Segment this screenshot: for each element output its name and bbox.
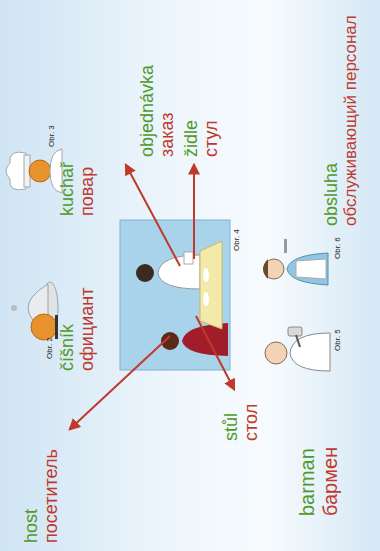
russian-term: бармен xyxy=(319,447,341,516)
russian-term: стул xyxy=(202,120,222,157)
russian-term: официант xyxy=(78,288,98,371)
russian-term: заказ xyxy=(158,112,178,157)
waiter-figure xyxy=(11,282,58,340)
waitress-figure xyxy=(263,239,328,285)
russian-term: посетитель xyxy=(42,449,62,543)
figure-number: Obr. 3 xyxy=(48,125,57,147)
czech-term: obsluha xyxy=(322,163,342,226)
czech-term: číšník xyxy=(58,324,78,371)
russian-term: повар xyxy=(78,167,98,216)
czech-term: host xyxy=(22,509,42,543)
czech-term: stůl xyxy=(222,413,242,441)
czech-term: objednávka xyxy=(138,65,158,157)
figure-number: Obr. 6 xyxy=(334,237,343,259)
barman-figure xyxy=(265,327,330,371)
leader-arrows xyxy=(70,165,234,429)
russian-term: стол xyxy=(242,404,262,441)
figure-number: Obr. 5 xyxy=(334,329,343,351)
czech-term: židle xyxy=(182,120,202,157)
chef-figure xyxy=(6,149,62,193)
czech-term: barman xyxy=(296,448,318,516)
czech-term: kuchař xyxy=(58,162,78,216)
figure-number: Obr. 2 xyxy=(46,337,55,359)
figure-number: Obr. 4 xyxy=(233,229,242,251)
russian-term: обслуживающий персонал xyxy=(342,15,361,226)
